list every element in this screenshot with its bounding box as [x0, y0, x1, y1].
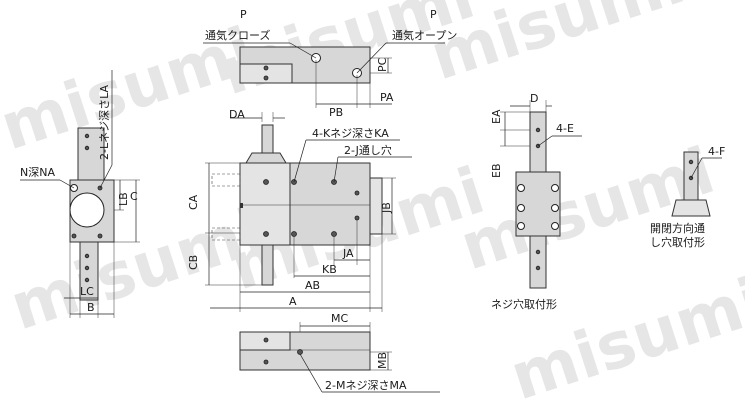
label-a: A: [289, 295, 297, 308]
label-ja: JA: [342, 247, 354, 260]
front-view: DA 4-Kネジ深さKA 2-J通し穴 CA CB JB JA KB AB A: [187, 108, 412, 312]
label-n-depth: N深NA: [20, 166, 55, 179]
label-screw-mount: ネジ穴取付形: [491, 297, 557, 311]
watermark-text-3: misumi: [422, 0, 693, 95]
label-c: C: [130, 190, 138, 203]
label-k-thread: 4-Kネジ深さKA: [312, 127, 389, 140]
label-e-count: 4-E: [556, 122, 574, 135]
label-j-hole: 2-J通し穴: [344, 143, 392, 157]
label-m-thread: 2-Mネジ深さMA: [325, 379, 407, 392]
label-ca: CA: [187, 194, 200, 210]
screw-mount-view: D EA EB 4-E ネジ穴取付形: [490, 92, 582, 311]
label-b: B: [87, 301, 95, 314]
top-view: P 通気クローズ P 通気オープン PC PB PA: [203, 8, 457, 119]
label-f-count: 4-F: [708, 145, 725, 158]
side-bottom-block: [79, 241, 99, 301]
label-pc: PC: [376, 57, 389, 72]
label-p-left: P: [240, 8, 247, 21]
sm-bottom-block: [529, 235, 547, 289]
label-mc: MC: [331, 312, 348, 325]
label-cb: CB: [187, 255, 200, 270]
label-open-port: 通気オープン: [392, 28, 457, 42]
top-screw-1: [263, 65, 269, 71]
side-top-block: [77, 127, 105, 181]
label-mb: MB: [376, 352, 389, 369]
front-bottom-shaft: [261, 244, 274, 286]
label-lb: LB: [117, 192, 130, 206]
label-p-right: P: [430, 8, 437, 21]
label-jb: JB: [380, 202, 393, 214]
label-through-mount-2: し穴取付形: [650, 235, 705, 249]
top-screw-2: [263, 75, 269, 81]
bottom-view: MC MB 2-Mネジ深さMA: [239, 312, 440, 393]
tm-flange: [671, 199, 711, 217]
label-through-mount-1: 開閉方向通: [650, 221, 705, 235]
label-kb: KB: [322, 263, 337, 276]
left-side-view: 2-Lネジ深さLA N深NA LB C LC B: [20, 70, 140, 318]
label-close-port: 通気クローズ: [205, 28, 270, 42]
label-lc: LC: [80, 285, 94, 298]
label-da: DA: [229, 108, 245, 121]
label-eb: EB: [490, 164, 503, 179]
label-pb: PB: [329, 106, 343, 119]
side-center-bore: [69, 192, 105, 228]
label-d: D: [530, 92, 538, 105]
m-thread-hole: [297, 349, 303, 355]
label-l-thread: 2-Lネジ深さLA: [98, 85, 111, 160]
label-pa: PA: [380, 91, 394, 104]
label-ea: EA: [490, 109, 503, 124]
label-ab: AB: [305, 279, 320, 292]
front-top-flange: [245, 152, 287, 164]
through-mount-view: 4-F 開閉方向通 し穴取付形: [650, 145, 725, 249]
